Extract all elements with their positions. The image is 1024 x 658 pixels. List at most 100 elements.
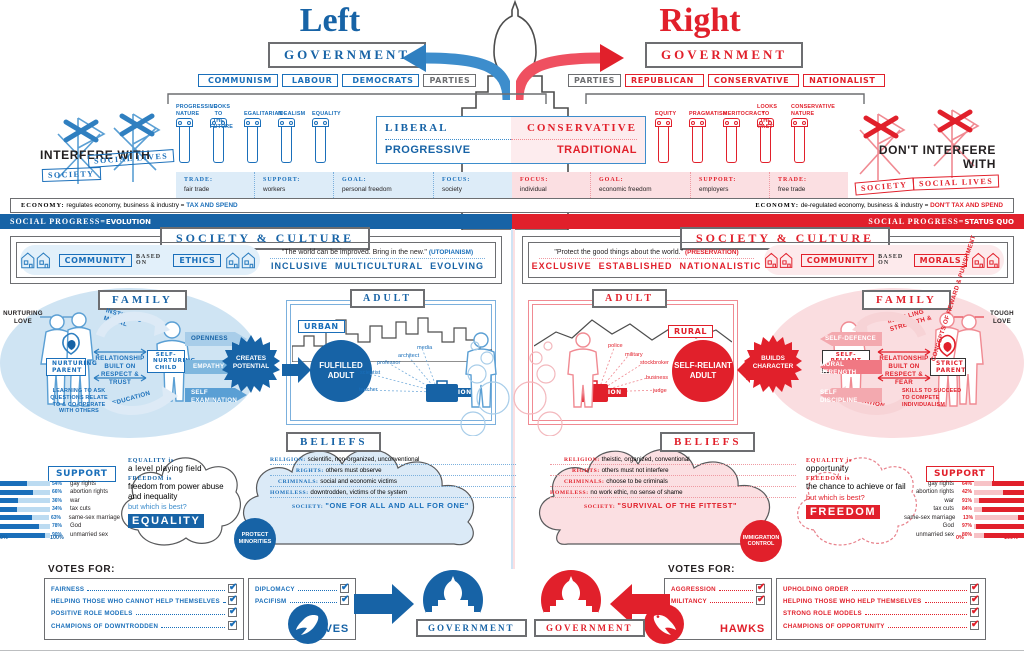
vote-item[interactable]: PACIFISM — [255, 594, 350, 606]
party-tag-nationalist[interactable]: NATIONALIST — [803, 74, 886, 87]
support-bar-row: 78%God — [0, 523, 120, 530]
economy-right: ECONOMY: de-regulated economy, business … — [755, 202, 1003, 209]
based-on-label-left: BASED ON — [136, 254, 162, 266]
checkbox-icon[interactable] — [970, 606, 980, 618]
party-tag-labour[interactable]: LABOUR — [281, 74, 339, 87]
checkbox-icon[interactable] — [756, 582, 766, 594]
spectrum-progressive: PROGRESSIVE — [385, 144, 471, 156]
pillar-label: EQUALITY — [312, 111, 341, 117]
checkbox-icon[interactable] — [228, 606, 238, 618]
page-title-left: Left — [299, 2, 361, 39]
support-bar-value: 13% — [963, 514, 974, 521]
outcome-label: EMPATHY — [193, 363, 225, 370]
stat-item: GOAL:economic freedom — [591, 172, 691, 198]
support-bar-label: God — [942, 523, 954, 530]
economy-left: ECONOMY: regulates economy, business & i… — [21, 202, 238, 209]
stat-item: GOAL:personal freedom — [334, 172, 434, 198]
checkbox-icon[interactable] — [970, 619, 980, 631]
outcome-label: SELF DISCIPLINE — [820, 389, 858, 405]
social-progress-left: SOCIAL PROGRESS=EVOLUTION — [0, 214, 512, 229]
parties-label-left: PARTIES — [423, 74, 477, 87]
vote-item[interactable]: MILITANCY — [671, 594, 766, 606]
vote-item[interactable]: POSITIVE ROLE MODELS — [51, 606, 238, 618]
values-answer-right: FREEDOM — [806, 504, 881, 519]
support-bar-track — [974, 498, 1024, 504]
support-bar-value: 97% — [961, 523, 972, 530]
vote-item[interactable]: FAIRNESS — [51, 582, 238, 594]
government-ribbon-left: GOVERNMENT — [268, 42, 427, 68]
checkbox-icon[interactable] — [228, 594, 238, 606]
community-group-right: COMMUNITY BASED ON MORALS — [764, 245, 1004, 275]
party-tag-republican[interactable]: REPUBLICAN — [624, 74, 704, 87]
builds-character-burst — [744, 335, 802, 393]
basis-tag-left: ETHICS — [173, 253, 222, 267]
hawk-icon — [653, 615, 676, 635]
checkbox-icon[interactable] — [340, 582, 350, 594]
vote-item[interactable]: CHAMPIONS OF DOWNTRODDEN — [51, 619, 238, 631]
job-label: professor — [377, 360, 401, 366]
society-culture-body-right: "Protect the good things about the world… — [528, 242, 1008, 278]
support-bar-track — [0, 481, 50, 486]
tough-love-label: TOUGH LOVE — [990, 310, 1014, 326]
government-ribbon-bottom-left: GOVERNMENT — [416, 618, 527, 637]
party-tag-democrats[interactable]: DEMOCRATS — [342, 74, 420, 87]
vote-item[interactable]: DIPLOMACY — [255, 582, 350, 594]
checkbox-icon[interactable] — [228, 582, 238, 594]
support-bar-row: 34%tax cuts — [0, 506, 120, 513]
spectrum-traditional: TRADITIONAL — [556, 144, 637, 156]
belief-row: RELIGION: theistic, organized, conventio… — [550, 456, 796, 466]
community-tag-right: COMMUNITY — [800, 253, 875, 267]
family-ribbon-right: FAMILY — [862, 290, 951, 310]
values-block-left: EQUALITY is a level playing field FREEDO… — [128, 458, 224, 529]
support-bar-value: 80% — [961, 532, 972, 539]
government-ribbon-bottom-right: GOVERNMENT — [534, 618, 645, 637]
support-bar-track — [974, 523, 1024, 529]
beliefs-list-left: RELIGION: scientific, non-organized, unc… — [270, 456, 516, 510]
support-bar-value: 66% — [52, 489, 63, 496]
pillar-icon — [278, 118, 295, 166]
dove-icon — [296, 615, 319, 635]
vote-item[interactable]: UPHOLDING ORDER — [783, 582, 980, 594]
job-label: police — [608, 343, 623, 349]
stat-item: FOCUS:individual — [512, 172, 591, 198]
support-bar-value: 36% — [52, 497, 63, 504]
vote-item[interactable]: STRONG ROLE MODELS — [783, 606, 980, 618]
builds-character-label: BUILDS CHARACTER — [752, 355, 794, 370]
party-tag-communism[interactable]: COMMUNISM — [198, 74, 278, 87]
checkbox-icon[interactable] — [970, 594, 980, 606]
houses-icon — [21, 252, 50, 269]
stat-item: SUPPORT:employers — [691, 172, 770, 198]
checkbox-icon[interactable] — [970, 582, 980, 594]
party-tag-conservative[interactable]: CONSERVATIVE — [707, 74, 800, 87]
pillar-icon — [176, 118, 193, 166]
capitol-circle-left — [423, 570, 483, 630]
support-bar-fill — [975, 523, 1024, 529]
checkbox-icon[interactable] — [340, 594, 350, 606]
pillar-icon — [244, 118, 261, 166]
vote-item[interactable]: HELPING THOSE WHO HELP THEMSELVES — [783, 594, 980, 606]
vote-item[interactable]: AGGRESSION — [671, 582, 766, 594]
checkbox-icon[interactable] — [228, 619, 238, 631]
relationship-arrows-left — [93, 348, 147, 382]
vote-item[interactable]: CHAMPIONS OF OPPORTUNITY — [783, 619, 980, 631]
belief-society-row: SOCIETY: "ONE FOR ALL AND ALL FOR ONE" — [292, 500, 470, 510]
immigration-control-bubble: IMMIGRATION CONTROL — [740, 520, 782, 562]
words-left: INCLUSIVE MULTICULTURAL EVOLVING — [270, 261, 485, 271]
support-bar-fill — [0, 506, 17, 512]
pillar-icon — [723, 118, 740, 166]
bottom-rule — [0, 650, 1024, 651]
adult-silhouette-right — [567, 332, 599, 408]
checkbox-icon[interactable] — [756, 594, 766, 606]
job-label: military — [625, 352, 643, 358]
adult-ribbon-left: ADULT — [350, 288, 426, 308]
party-list-right: PARTIES REPUBLICAN CONSERVATIVE NATIONAL… — [568, 74, 886, 87]
support-bar-label: war — [70, 497, 80, 504]
job-label: judge — [653, 388, 667, 394]
vote-item[interactable]: HELPING THOSE WHO CANNOT HELP THEMSELVES — [51, 594, 238, 606]
